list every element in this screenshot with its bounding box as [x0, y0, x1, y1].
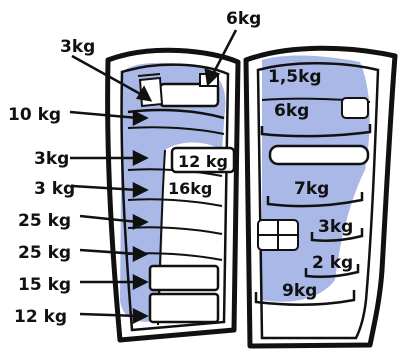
weight-label: 3kg [34, 149, 69, 169]
weight-label-inside: 16kg [168, 179, 212, 198]
weight-label-door: 3kg [318, 217, 353, 237]
weight-label: 3 kg [34, 179, 75, 199]
weight-label: 25 kg [18, 243, 71, 263]
crisper-drawer [150, 294, 218, 322]
weight-label-door: 6kg [274, 101, 309, 121]
weight-label-top: 6kg [226, 9, 261, 29]
egg-tray [270, 146, 368, 164]
ice-tray-icon [258, 220, 298, 250]
crisper-drawer [150, 266, 218, 290]
weight-label: 10 kg [8, 105, 61, 125]
weight-label: 15 kg [18, 275, 71, 295]
weight-label: 3kg [60, 37, 95, 57]
weight-label: 12 kg [14, 307, 67, 327]
freezer-compartment [160, 84, 218, 106]
weight-label-inside: 12 kg [178, 152, 228, 171]
weight-label-door: 7kg [294, 179, 329, 199]
weight-label: 25 kg [18, 211, 71, 231]
door-box [342, 98, 368, 118]
weight-label-door: 1,5kg [268, 67, 322, 87]
weight-label-door: 2 kg [312, 253, 353, 273]
weight-label-door: 9kg [282, 281, 317, 301]
